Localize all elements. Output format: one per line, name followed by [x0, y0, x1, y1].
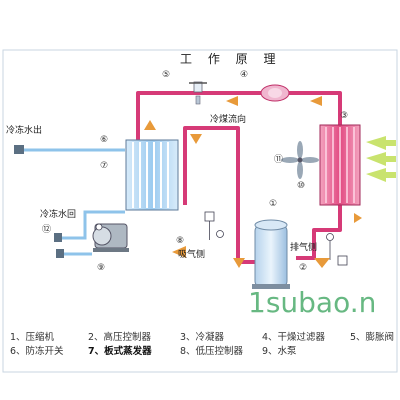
expansion-valve	[189, 81, 207, 105]
refrigerant-flow-arrows	[144, 96, 362, 268]
legend-item-3: 3、冷凝器	[180, 331, 225, 343]
low-pressure-controller	[204, 211, 224, 240]
label-number-3: ③	[340, 111, 348, 121]
label-number-11: ⑪	[274, 154, 283, 165]
label-number-8: ⑧	[176, 236, 184, 246]
heat-dissipation-arrows	[366, 136, 396, 182]
water-pump	[92, 223, 129, 252]
plate-evaporator	[125, 139, 179, 211]
label-number-4: ④	[240, 70, 248, 80]
label-number-5: ⑤	[162, 70, 170, 80]
chilled-water-out-tap	[14, 145, 24, 154]
drying-filter	[260, 84, 290, 102]
label-number-7: ⑦	[100, 161, 108, 171]
compressor	[252, 219, 290, 289]
chilled-water-pipes	[22, 148, 125, 256]
high-pressure-controller	[326, 233, 348, 266]
watermark: 1subao.n	[248, 286, 376, 319]
suction-side-label: 吸气侧	[178, 248, 205, 260]
label-number-1: ①	[269, 199, 277, 209]
antifreeze-switch	[95, 223, 103, 231]
discharge-side-label: 排气侧	[290, 241, 317, 253]
legend-item-4: 4、干燥过滤器	[262, 331, 326, 343]
fan-icon	[281, 141, 319, 179]
legend-item-8: 8、低压控制器	[180, 345, 244, 357]
refrigerant-flow-label: 冷煤流向	[210, 113, 246, 125]
diagram-frame	[2, 49, 398, 373]
label-number-6: ⑥	[100, 135, 108, 145]
water-pump-inlet-tap	[56, 249, 64, 258]
legend-item-7: 7、板式蒸发器	[88, 345, 152, 357]
label-number-9: ⑨	[97, 263, 105, 273]
legend-item-9: 9、水泵	[262, 345, 297, 357]
label-number-10: ⑩	[297, 181, 305, 191]
legend-item-6: 6、防冻开关	[10, 345, 64, 357]
condenser	[319, 124, 361, 206]
legend-item-1: 1、压缩机	[10, 331, 55, 343]
component-legend: 1、压缩机 2、高压控制器 3、冷凝器 4、干燥过滤器 5、膨胀阀 6、防冻开关…	[10, 331, 394, 357]
legend-item-5: 5、膨胀阀	[350, 331, 394, 343]
chilled-water-return-label: 冷冻水回	[40, 208, 76, 220]
legend-item-2: 2、高压控制器	[88, 331, 152, 343]
chilled-water-return-tap	[54, 233, 62, 242]
refrigerant-pipes	[136, 91, 342, 264]
label-number-2: ②	[299, 263, 307, 273]
label-number-12: ⑫	[42, 224, 51, 235]
chilled-water-out-label: 冷冻水出	[6, 124, 42, 136]
diagram-title: 工 作 原 理	[180, 52, 281, 66]
